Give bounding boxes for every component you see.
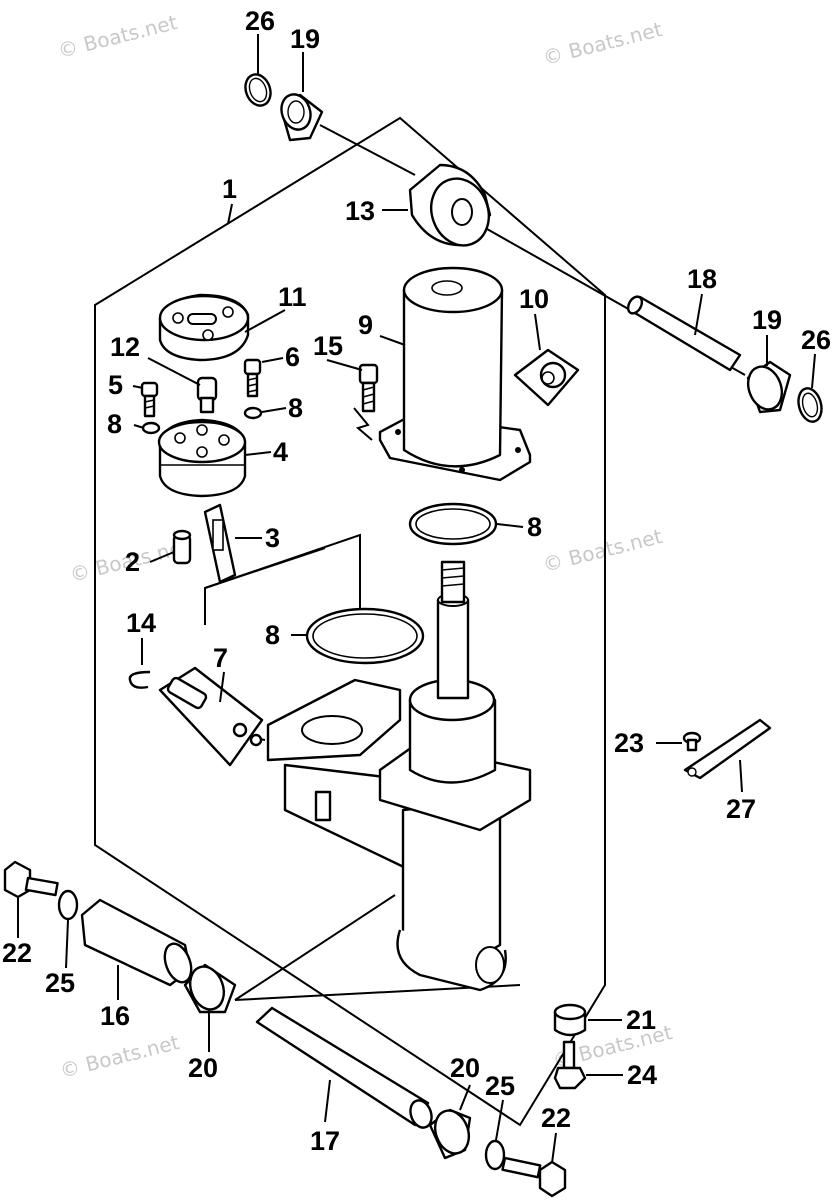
callout-label: 20: [188, 1053, 218, 1083]
sleeve-17: [255, 1006, 433, 1129]
callout-label: 26: [245, 6, 275, 36]
snap-ring-top-left: [244, 73, 272, 107]
bracket-27: [683, 718, 772, 780]
watermark: © Boats.net: [57, 1030, 181, 1083]
bolt-5: [140, 381, 159, 418]
assembly-outline: [94, 116, 606, 1127]
callout-label: 18: [687, 264, 717, 294]
valve-10: [513, 348, 580, 407]
pump-4: [157, 418, 247, 498]
callout-label: 2: [125, 547, 140, 577]
bolt-22-left: [3, 860, 59, 899]
motor-9: [378, 266, 532, 482]
washer-25-right: [484, 1139, 506, 1171]
callout-label: 19: [752, 305, 782, 335]
cover-11: [158, 293, 250, 362]
callout-label: 7: [213, 643, 228, 673]
callout-label: 8: [288, 393, 303, 423]
bushing-20-right: [428, 1108, 472, 1160]
callout-label: 11: [278, 282, 307, 312]
snap-ring-14: [128, 670, 151, 689]
bolt-24: [553, 1040, 587, 1090]
callout-label: 25: [485, 1071, 515, 1101]
bolt-22-right: [501, 1156, 567, 1198]
watermark: © Boats.net: [540, 524, 664, 577]
bolt-15: [358, 363, 379, 413]
callout-label: 17: [310, 1126, 340, 1156]
callout-label: 22: [2, 938, 32, 968]
callout-label: 14: [126, 608, 156, 638]
callout-label: 20: [450, 1053, 480, 1083]
callout-label: 9: [358, 310, 373, 340]
snap-ring-right: [797, 387, 823, 423]
sleeve-16: [80, 898, 193, 987]
callout-label: 15: [313, 331, 343, 361]
callout-label: 21: [626, 1005, 656, 1035]
callout-label: 16: [100, 1001, 130, 1031]
callout-label: 23: [614, 728, 644, 758]
washer-25-left: [57, 889, 79, 921]
callout-label: 1: [222, 174, 237, 204]
callout-label: 3: [265, 523, 280, 553]
valve-7: [158, 666, 264, 767]
callout-label: 25: [45, 968, 75, 998]
o-ring-small-left: [141, 421, 161, 435]
valve-3: [203, 503, 237, 584]
o-ring-small-right: [243, 406, 263, 420]
cylinder-body: [266, 560, 532, 992]
watermark: © Boats.net: [540, 17, 664, 70]
callout-label: 24: [627, 1060, 657, 1090]
watermarks: © Boats.net © Boats.net © Boats.net © Bo…: [55, 10, 674, 1083]
callout-label: 5: [108, 370, 123, 400]
fitting-12: [196, 376, 218, 414]
callout-label: 13: [345, 196, 375, 226]
callout-label: 22: [541, 1103, 571, 1133]
callout-label: 26: [801, 325, 831, 355]
callout-label: 4: [273, 437, 288, 467]
callout-label: 6: [285, 342, 300, 372]
callout-labels: 26 19 1 13 18 19 26 11 10 9 15 12 6 5 8 …: [2, 6, 831, 1156]
callout-label: 8: [265, 620, 280, 650]
watermark: © Boats.net: [55, 10, 179, 63]
callout-leaders: [17, 34, 816, 1164]
callout-label: 10: [519, 284, 549, 314]
bushing-20-left: [183, 963, 237, 1014]
callout-label: 27: [726, 794, 756, 824]
bolt-6: [243, 358, 262, 398]
fitting-2: [172, 529, 192, 565]
callout-label: 8: [107, 409, 122, 439]
bushing-13: [408, 163, 492, 247]
bushing-top-left: [280, 93, 324, 142]
nut-21: [553, 1003, 587, 1037]
callout-label: 12: [110, 332, 140, 362]
screw-23: [682, 731, 702, 752]
bushing-right: [746, 360, 792, 414]
pin-18: [626, 295, 742, 372]
callout-label: 19: [290, 24, 320, 54]
callout-label: 8: [527, 512, 542, 542]
